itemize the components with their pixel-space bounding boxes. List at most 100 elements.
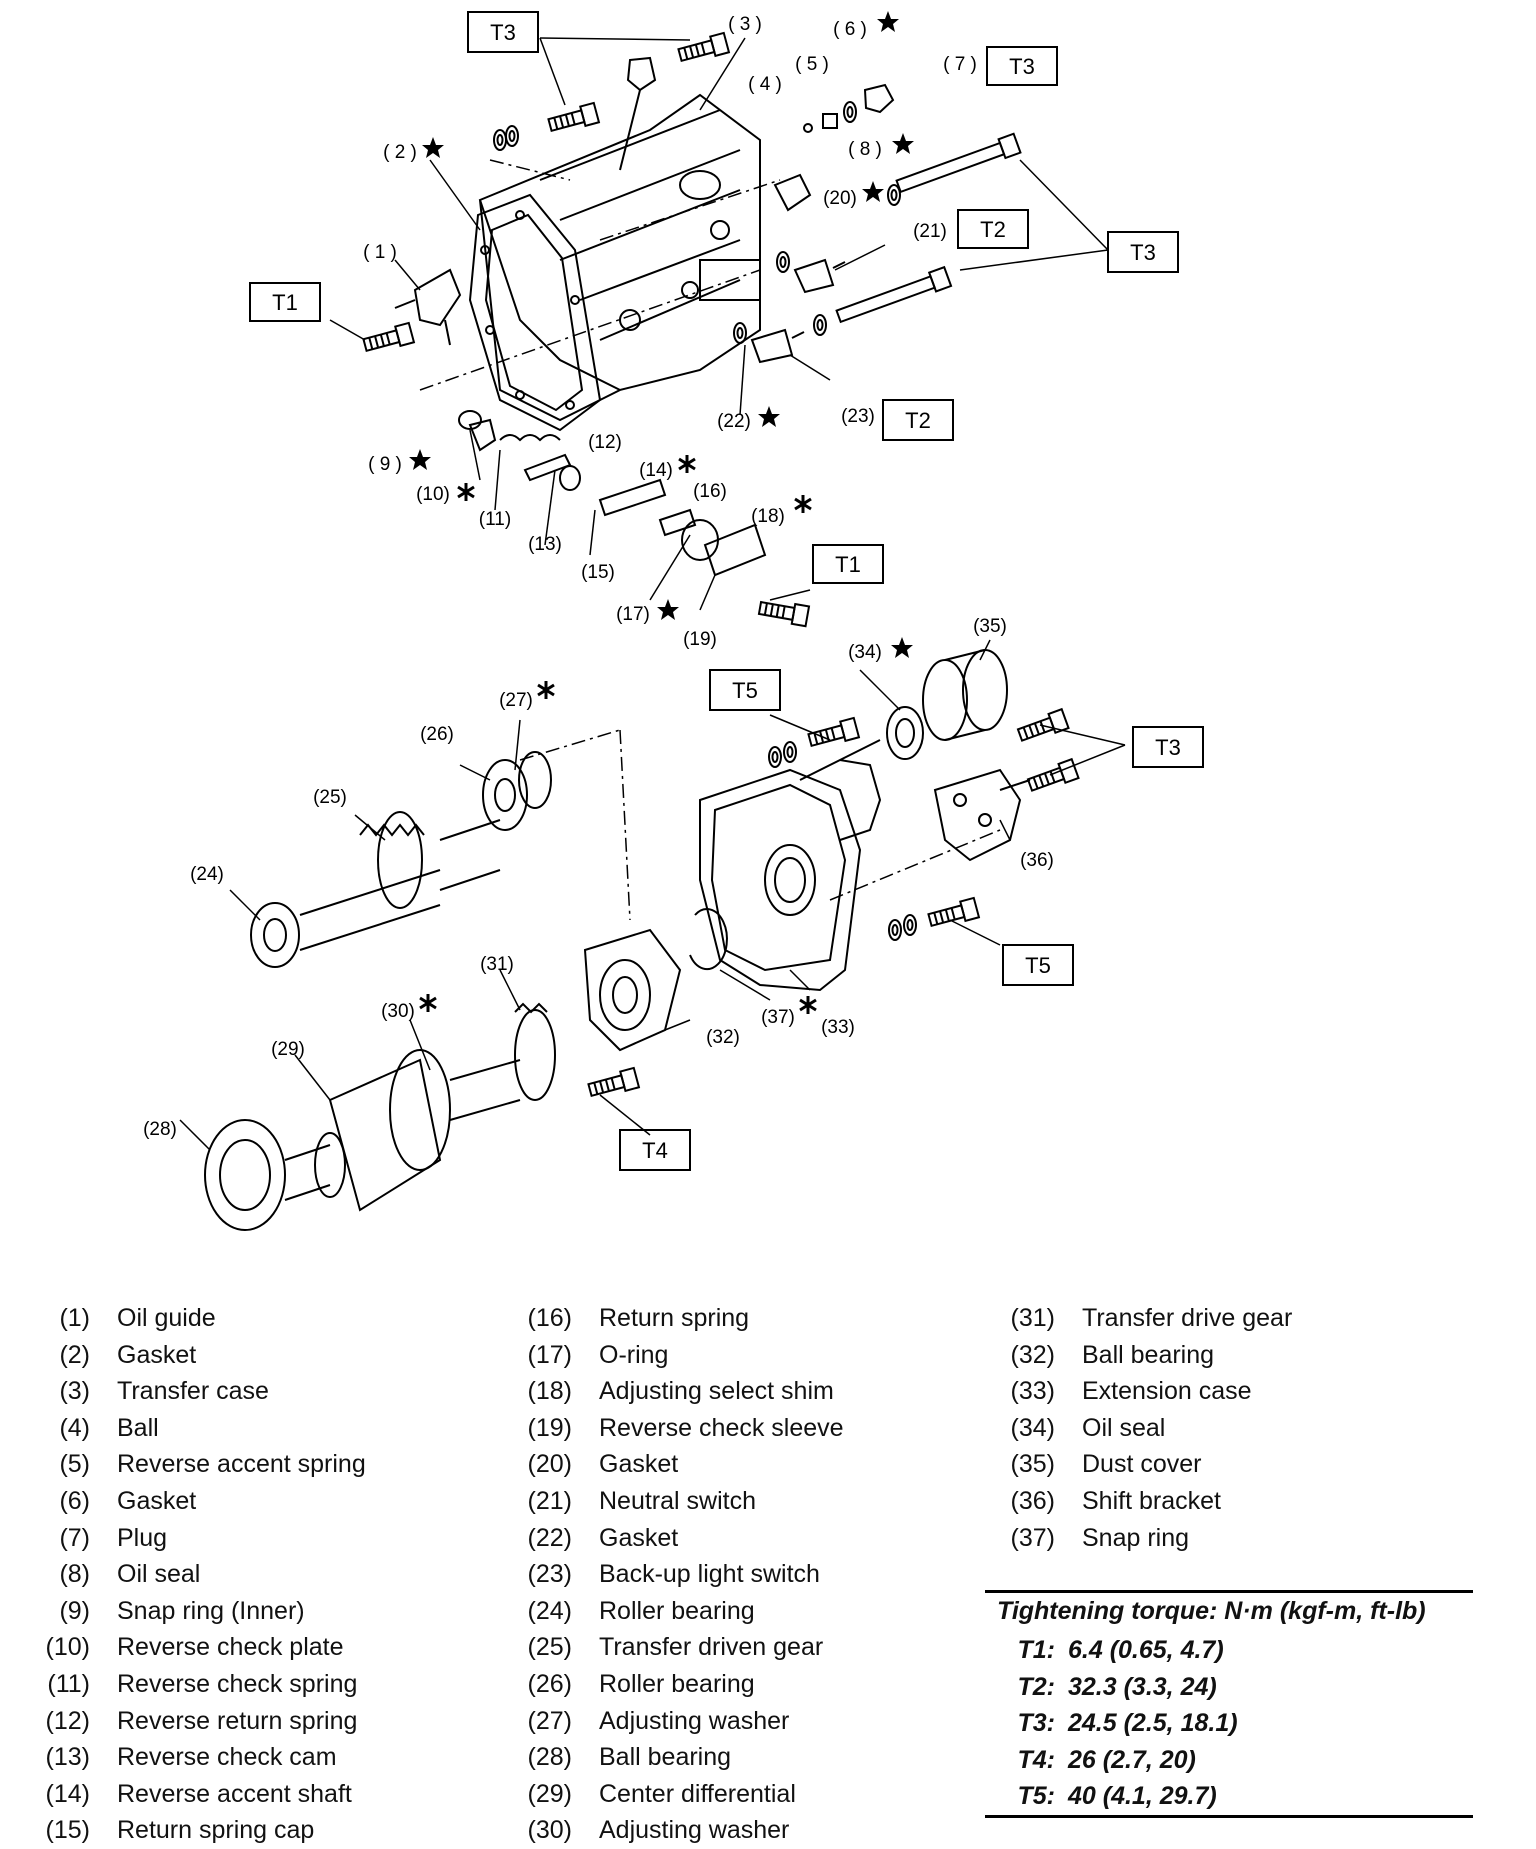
legend-item-label: Reverse check sleeve [599, 1413, 844, 1442]
legend-item-label: Shift bracket [1082, 1486, 1221, 1515]
callout-18: (18) [751, 506, 785, 527]
legend-item-number: (7) [59, 1523, 90, 1552]
legend-item: (37) Snap ring [995, 1520, 1292, 1557]
legend-item-label: Reverse check cam [117, 1743, 337, 1772]
legend-item-label: Ball bearing [1082, 1340, 1215, 1369]
legend-item: (12)Reverse return spring [30, 1703, 366, 1740]
torque-row: T3:24.5 (2.5, 18.1) [985, 1705, 1473, 1742]
legend-item-label: Gasket [599, 1523, 679, 1552]
callout-34: (34) [848, 642, 882, 663]
legend-item-label: Transfer drive gear [1082, 1304, 1293, 1332]
legend-item-label: Reverse accent shaft [117, 1779, 352, 1808]
legend-item: (25)Transfer driven gear [512, 1629, 844, 1666]
torque-key: T2: [1017, 1672, 1056, 1701]
callout-27: (27) [499, 690, 533, 711]
legend-item-number: (21) [527, 1486, 572, 1515]
transfer-driven-gear-part [250, 751, 552, 968]
legend-item: (24)Roller bearing [512, 1593, 844, 1630]
legend-item-label: Adjusting washer [599, 1816, 790, 1845]
legend-column-1: (1)Oil guide(2)Gasket(3)Transfer case(4)… [30, 1300, 366, 1849]
callout-17: (17) [616, 604, 650, 625]
legend-item-number: (17) [527, 1340, 572, 1369]
center-differential-part [204, 1002, 556, 1231]
legend-item-label: Reverse check spring [117, 1669, 358, 1698]
torque-tag-label: T1 [272, 290, 298, 315]
legend-item-number: (20) [527, 1450, 572, 1479]
legend-item-label: Center differential [599, 1779, 796, 1808]
legend-item-number: (3) [59, 1377, 90, 1406]
legend-item: (22)Gasket [512, 1520, 844, 1557]
callout-37: (37) [761, 1007, 795, 1028]
torque-key: T5: [1017, 1782, 1056, 1811]
callout-7: ( 7 ) [943, 54, 977, 75]
torque-tag-t3-bracket [1132, 726, 1204, 768]
legend-item-label: Snap ring (Inner) [117, 1596, 305, 1625]
callout-16: (16) [693, 481, 727, 502]
callout-26: (26) [420, 724, 454, 745]
torque-tag-t2-backup [882, 399, 954, 441]
asterisk-marker-icon [418, 453, 818, 1016]
legend-item: (15)Return spring cap [30, 1812, 366, 1849]
callout-23: (23) [841, 406, 875, 427]
callout-3: ( 3 ) [728, 14, 762, 35]
legend-item-number: (34) [1010, 1413, 1055, 1442]
legend-item: (36) Shift bracket [995, 1483, 1292, 1520]
oil-guide-part [394, 268, 462, 346]
ball-bearing-part [583, 928, 682, 1052]
torque-key: T4: [1017, 1745, 1056, 1774]
torque-row: T2: 32.3 (3.3, 24) [985, 1669, 1473, 1706]
legend-item-number: (5) [59, 1450, 90, 1479]
legend-item-label: Return spring cap [117, 1816, 315, 1845]
torque-tag-t5-lower [1002, 944, 1074, 986]
snap-ring-part [689, 908, 728, 971]
legend-item: (21)Neutral switch [512, 1483, 844, 1520]
legend-item-label: Gasket [599, 1450, 679, 1479]
legend-column-3: (31)Transfer drive gear(32)Ball bearing(… [995, 1300, 1293, 1557]
legend-item-label: Gasket [117, 1340, 197, 1369]
legend-item-number: (28) [527, 1743, 572, 1772]
callout-11: (11) [479, 509, 511, 530]
legend-item-number: (27) [527, 1706, 572, 1735]
legend-item: (23)Back-up light switch [512, 1556, 844, 1593]
torque-key: T1: [1017, 1636, 1056, 1664]
torque-row: T4:26 (2.7, 20) [985, 1742, 1473, 1779]
torque-tag-label: T5 [732, 678, 758, 703]
legend-item: (6)Gasket [30, 1483, 366, 1520]
torque-tag-t2-neutral [957, 209, 1029, 249]
torque-value: 32.3 (3.3, 24) [1068, 1672, 1217, 1701]
tightening-torque-table: Tightening torque: N·m (kgf-m, ft-lb) T1… [985, 1590, 1473, 1818]
dust-cover-part [922, 649, 1008, 741]
torque-tag-label: T3 [1009, 54, 1035, 79]
legend-item-label: Transfer case [117, 1377, 269, 1406]
legend-item-number: (37) [1010, 1523, 1055, 1552]
legend-item-number: (35) [1010, 1450, 1055, 1479]
torque-table-title: Tightening torque: N·m (kgf-m, ft-lb) [997, 1597, 1426, 1625]
legend-item-label: Dust cover [1082, 1450, 1202, 1479]
legend-item: (28)Ball bearing [512, 1739, 844, 1776]
legend-column-2: (16)Return spring(17)O-ring(18)Adjusting… [512, 1300, 844, 1849]
torque-tag-label: T5 [1025, 953, 1051, 978]
legend-item-number: (36) [1010, 1486, 1055, 1515]
legend-item-number: (9) [59, 1596, 90, 1625]
transfer-case-part [478, 93, 761, 422]
callout-2: ( 2 ) [383, 142, 417, 163]
legend-item-label: Return spring [599, 1304, 750, 1332]
legend-item-label: Snap ring [1082, 1523, 1190, 1552]
legend-item: (7)Plug [30, 1520, 366, 1557]
callout-12: (12) [588, 432, 622, 453]
legend-item: (18)Adjusting select shim [512, 1373, 844, 1410]
legend-item-number: (1) [59, 1304, 90, 1332]
legend-item-number: (19) [527, 1413, 572, 1442]
torque-tag-t3-plug [986, 46, 1058, 86]
legend-item-label: Back-up light switch [599, 1560, 820, 1589]
legend-item-label: Adjusting washer [599, 1706, 790, 1735]
torque-value: 24.5 (2.5, 18.1) [1068, 1709, 1238, 1738]
legend-item-number: (30) [527, 1816, 572, 1845]
legend-item-number: (12) [45, 1706, 90, 1735]
legend-item-label: Gasket [117, 1486, 197, 1515]
shift-bracket-part [933, 768, 1031, 862]
legend-item-label: Oil seal [1082, 1413, 1166, 1442]
legend-item: (10)Reverse check plate [30, 1629, 366, 1666]
callout-19: (19) [683, 629, 717, 650]
callout-25: (25) [313, 787, 347, 808]
